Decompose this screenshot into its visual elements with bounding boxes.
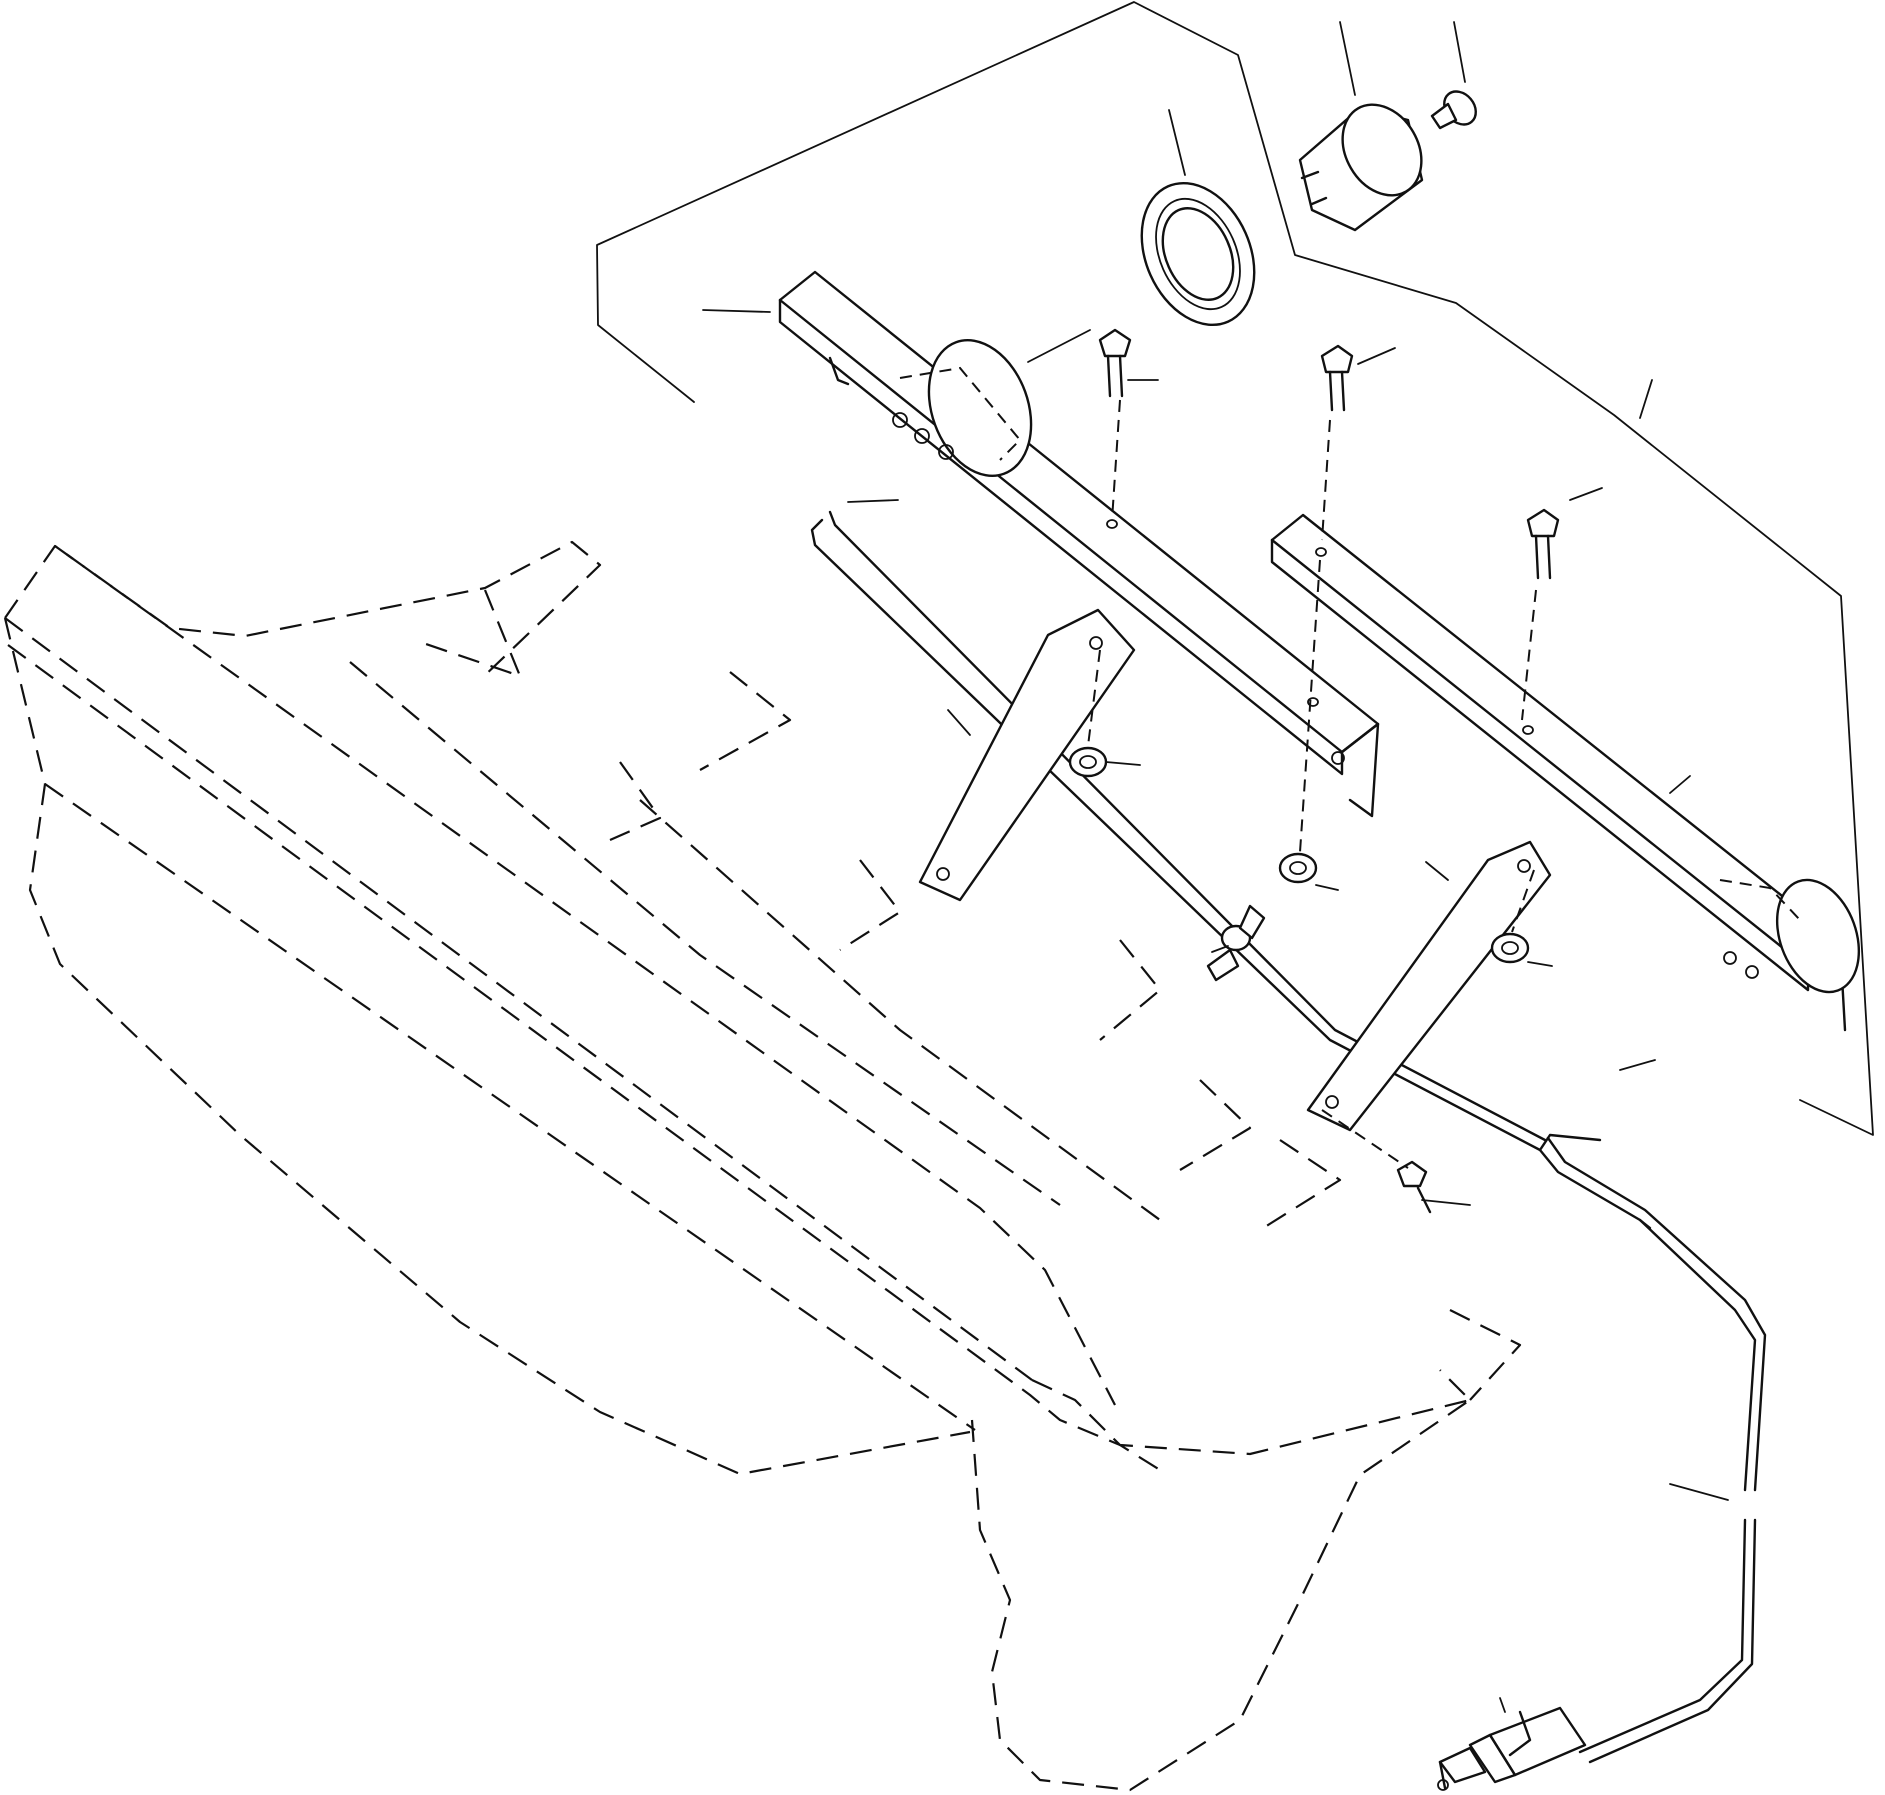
lamp-assembly-left — [828, 339, 1033, 477]
sealed-beam-unit — [1140, 181, 1256, 327]
bulb — [1430, 90, 1477, 130]
rear-fender-outline — [3, 540, 1522, 1792]
flange-bolt — [1521, 508, 1560, 721]
hex-nut — [1068, 746, 1108, 778]
flange-bolt — [1098, 328, 1132, 398]
hex-nut — [1278, 852, 1318, 884]
wiring-harness — [810, 510, 1767, 1764]
lamp-assembly-right — [1719, 878, 1861, 994]
support-bracket-left — [918, 608, 1136, 902]
flange-bolt — [1396, 1160, 1432, 1214]
support-bracket-right — [1306, 840, 1552, 1132]
wing-nut — [1206, 904, 1266, 982]
callout-leader-lines — [702, 21, 1729, 1713]
assembly-center-lines — [1087, 399, 1535, 1169]
assembly-boundary-outline — [596, 1, 1874, 1136]
plug-connector — [1437, 1706, 1587, 1791]
mounting-bar-right — [1270, 513, 1847, 1032]
hex-nut — [1490, 932, 1530, 964]
flange-bolt — [1320, 344, 1354, 541]
lamp-body — [1298, 103, 1424, 232]
